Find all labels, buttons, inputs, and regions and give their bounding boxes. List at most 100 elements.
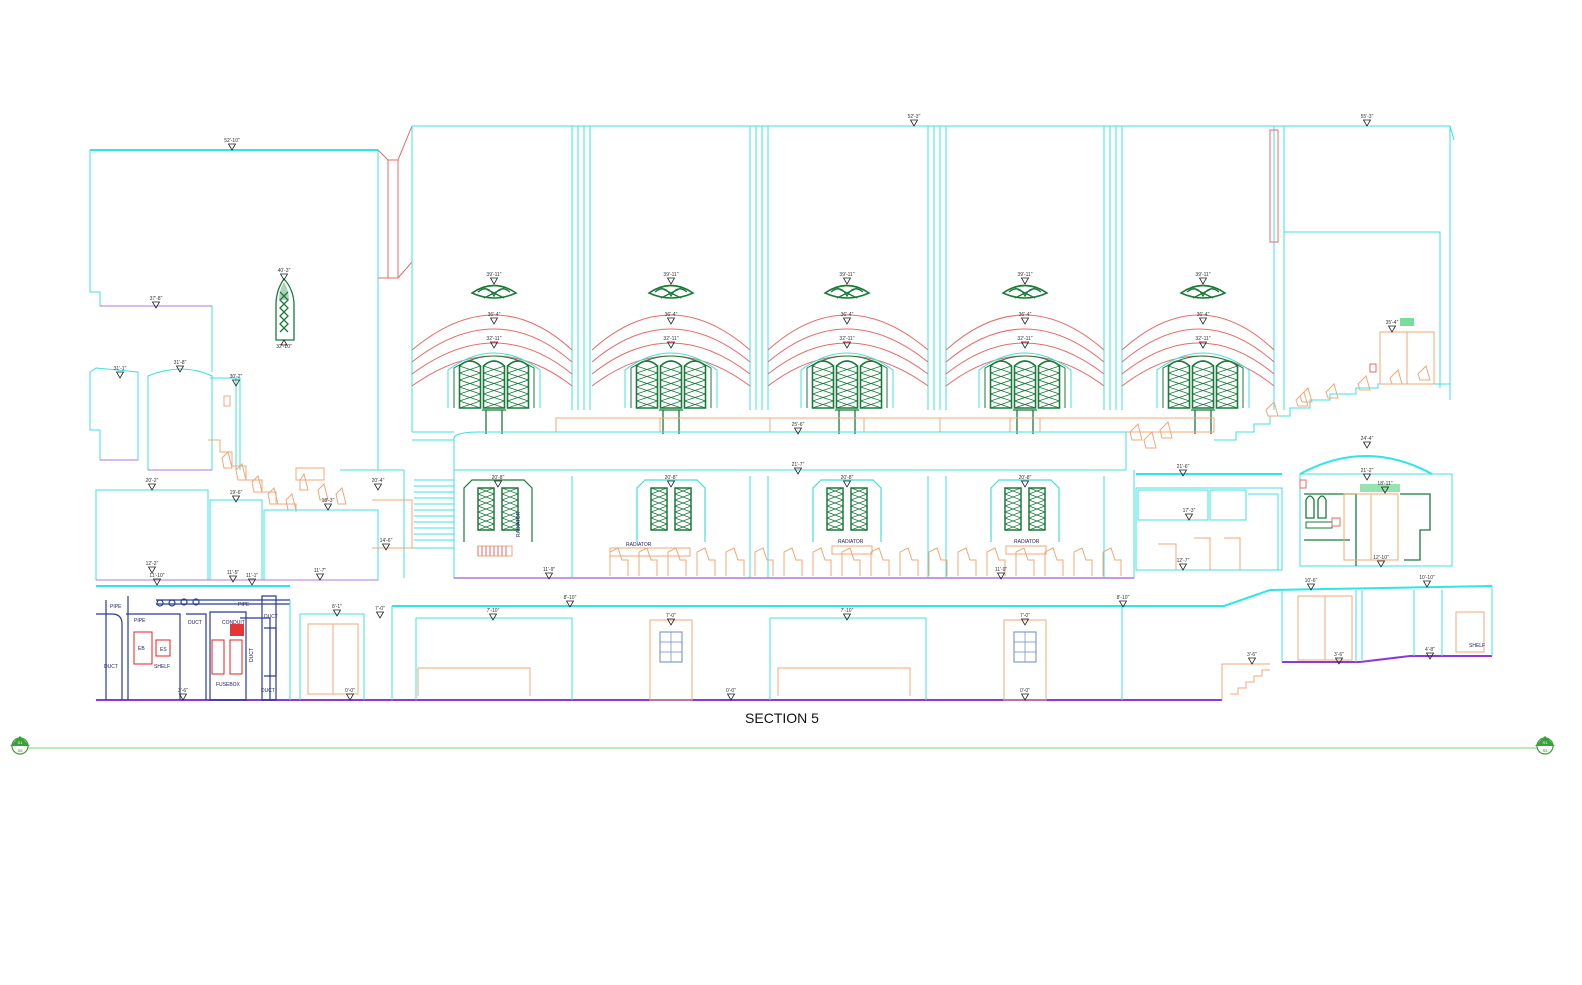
- window-mullion: [835, 409, 859, 434]
- lower-window: [812, 479, 882, 542]
- elevation-triangle-icon: [1020, 277, 1030, 285]
- elevation-label: 36'-4": [841, 312, 854, 318]
- elevation-triangle-icon: [842, 341, 852, 349]
- elevation-marker: 39'-11": [486, 272, 502, 285]
- gothic-window: [624, 352, 718, 409]
- label-duct-5: DUCT: [249, 648, 255, 662]
- elevation-marker: 39'-11": [839, 272, 855, 285]
- elevation-label: 32'-11": [1195, 336, 1210, 342]
- nave-crests: [470, 284, 1227, 299]
- elevation-marker: 19'-6": [230, 490, 243, 503]
- elevation-triangle-icon: [1387, 325, 1397, 333]
- elevation-triangle-icon: [493, 480, 503, 488]
- elevation-marker: 12'-10": [1373, 555, 1389, 568]
- elevation-marker: 11'-1": [246, 573, 258, 586]
- elevation-label: 32'-11": [839, 336, 854, 342]
- gothic-window: [1156, 352, 1250, 409]
- elevation-label: 52'-3": [908, 114, 921, 120]
- pew-seat: [783, 547, 803, 576]
- elevation-marker: 11'-10": [149, 573, 165, 586]
- elevation-label: 20'-8": [665, 475, 678, 481]
- label-radiator-2: RADIATOR: [838, 539, 864, 545]
- elevation-label: 4'-8": [1425, 647, 1435, 653]
- elevation-label: 39'-11": [839, 272, 854, 278]
- elevation-marker: 21'-6": [1177, 464, 1190, 477]
- elevation-marker: 11'-9": [995, 567, 1007, 580]
- elevation-label: 36'-4": [488, 312, 501, 318]
- elevation-triangle-icon: [1376, 560, 1386, 568]
- elevation-label: 8'-1": [332, 604, 342, 610]
- pew-seat: [638, 547, 658, 576]
- pew-seat: [667, 547, 687, 576]
- elevation-triangle-icon: [666, 277, 676, 285]
- elevation-marker: 31'-1": [114, 366, 127, 379]
- elevation-triangle-icon: [1362, 119, 1372, 127]
- elevation-label: 36'-4": [1019, 312, 1032, 318]
- elevation-label: 20'-4": [372, 478, 385, 484]
- elevation-marker: 52'-10": [224, 138, 240, 151]
- nave-mid: [340, 431, 1135, 579]
- elevation-label: 3'-6": [178, 688, 188, 694]
- elevation-marker: 32'-11": [1195, 336, 1211, 349]
- pew-seat: [1015, 547, 1035, 576]
- elevation-label: 32'-11": [486, 336, 501, 342]
- elevation-triangle-icon: [544, 572, 554, 580]
- pew-seat: [957, 547, 977, 576]
- elevation-marker: 8'-10": [564, 595, 577, 608]
- label-shelf: SHELF: [154, 664, 170, 670]
- lower-gothic-windows: [463, 479, 1060, 542]
- section-marker-right-bottom: S5: [1543, 748, 1549, 753]
- elevation-marker: 31'-8": [174, 360, 187, 373]
- elevation-marker: 25'-6": [792, 422, 805, 435]
- elevation-marker: 32'-11": [1017, 336, 1033, 349]
- elevation-marker: 39'-11": [1195, 272, 1211, 285]
- elevation-marker: 8'-1": [332, 604, 342, 617]
- nave-upper: [411, 125, 1455, 432]
- elevation-label: 39'-11": [663, 272, 678, 278]
- elevation-label: 0'-0": [1020, 688, 1030, 694]
- elevation-label: 21'-6": [1177, 464, 1190, 470]
- elevation-label: 11'-7": [314, 568, 327, 574]
- elevation-marker: 0'-0": [345, 688, 355, 701]
- elevation-label: 35'-4": [1386, 320, 1399, 326]
- elevation-label: 18'-3": [322, 498, 335, 504]
- elevation-triangle-icon: [147, 566, 157, 574]
- elevation-label: 10'-6": [1305, 578, 1318, 584]
- elevation-marker: 8'-10": [1117, 595, 1130, 608]
- elevation-marker: 0'-0": [726, 688, 736, 701]
- elevation-label: 12'-2": [146, 561, 159, 567]
- elevation-label: 20'-8": [841, 475, 854, 481]
- mechanical-room: [96, 595, 291, 701]
- elevation-marker: 36'-4": [841, 312, 854, 325]
- elevation-marker: 21'-7": [792, 462, 805, 475]
- elevation-marker: 55'-3": [1361, 114, 1374, 127]
- elevation-triangle-icon: [231, 495, 241, 503]
- elevation-label: 24'-4": [1361, 436, 1374, 442]
- elevation-marker: 7'-0": [1020, 613, 1030, 626]
- elevation-marker: 40'-3": [278, 268, 291, 281]
- elevation-marker: 20'-2": [146, 478, 159, 491]
- section-marker-left[interactable]: S1 S5: [10, 736, 30, 755]
- elevation-label: 0'-0": [345, 688, 355, 694]
- label-shelf-right: SHELF: [1469, 643, 1485, 649]
- elevation-label: 7'-10": [487, 608, 500, 614]
- elevation-marker: 11'-9": [543, 567, 555, 580]
- elevation-triangle-icon: [488, 613, 498, 621]
- elevation-triangle-icon: [1184, 513, 1194, 521]
- section-marker-right[interactable]: S1 S5: [1535, 736, 1555, 755]
- pew-seat: [725, 547, 745, 576]
- elevation-triangle-icon: [228, 575, 238, 583]
- elevation-triangle-icon: [842, 277, 852, 285]
- window-mullion: [1191, 409, 1215, 434]
- elevation-triangle-icon: [1198, 341, 1208, 349]
- elevation-triangle-icon: [909, 119, 919, 127]
- elevation-triangle-icon: [996, 572, 1006, 580]
- elevation-triangle-icon: [345, 693, 355, 701]
- elevation-triangle-icon: [1380, 486, 1390, 494]
- elevation-triangle-icon: [1198, 277, 1208, 285]
- elevation-label: 30'-2": [230, 374, 243, 380]
- elevation-marker: 36'-4": [665, 312, 678, 325]
- elevation-label: 3'-6": [1247, 652, 1257, 658]
- elevation-marker: 32'-11": [839, 336, 855, 349]
